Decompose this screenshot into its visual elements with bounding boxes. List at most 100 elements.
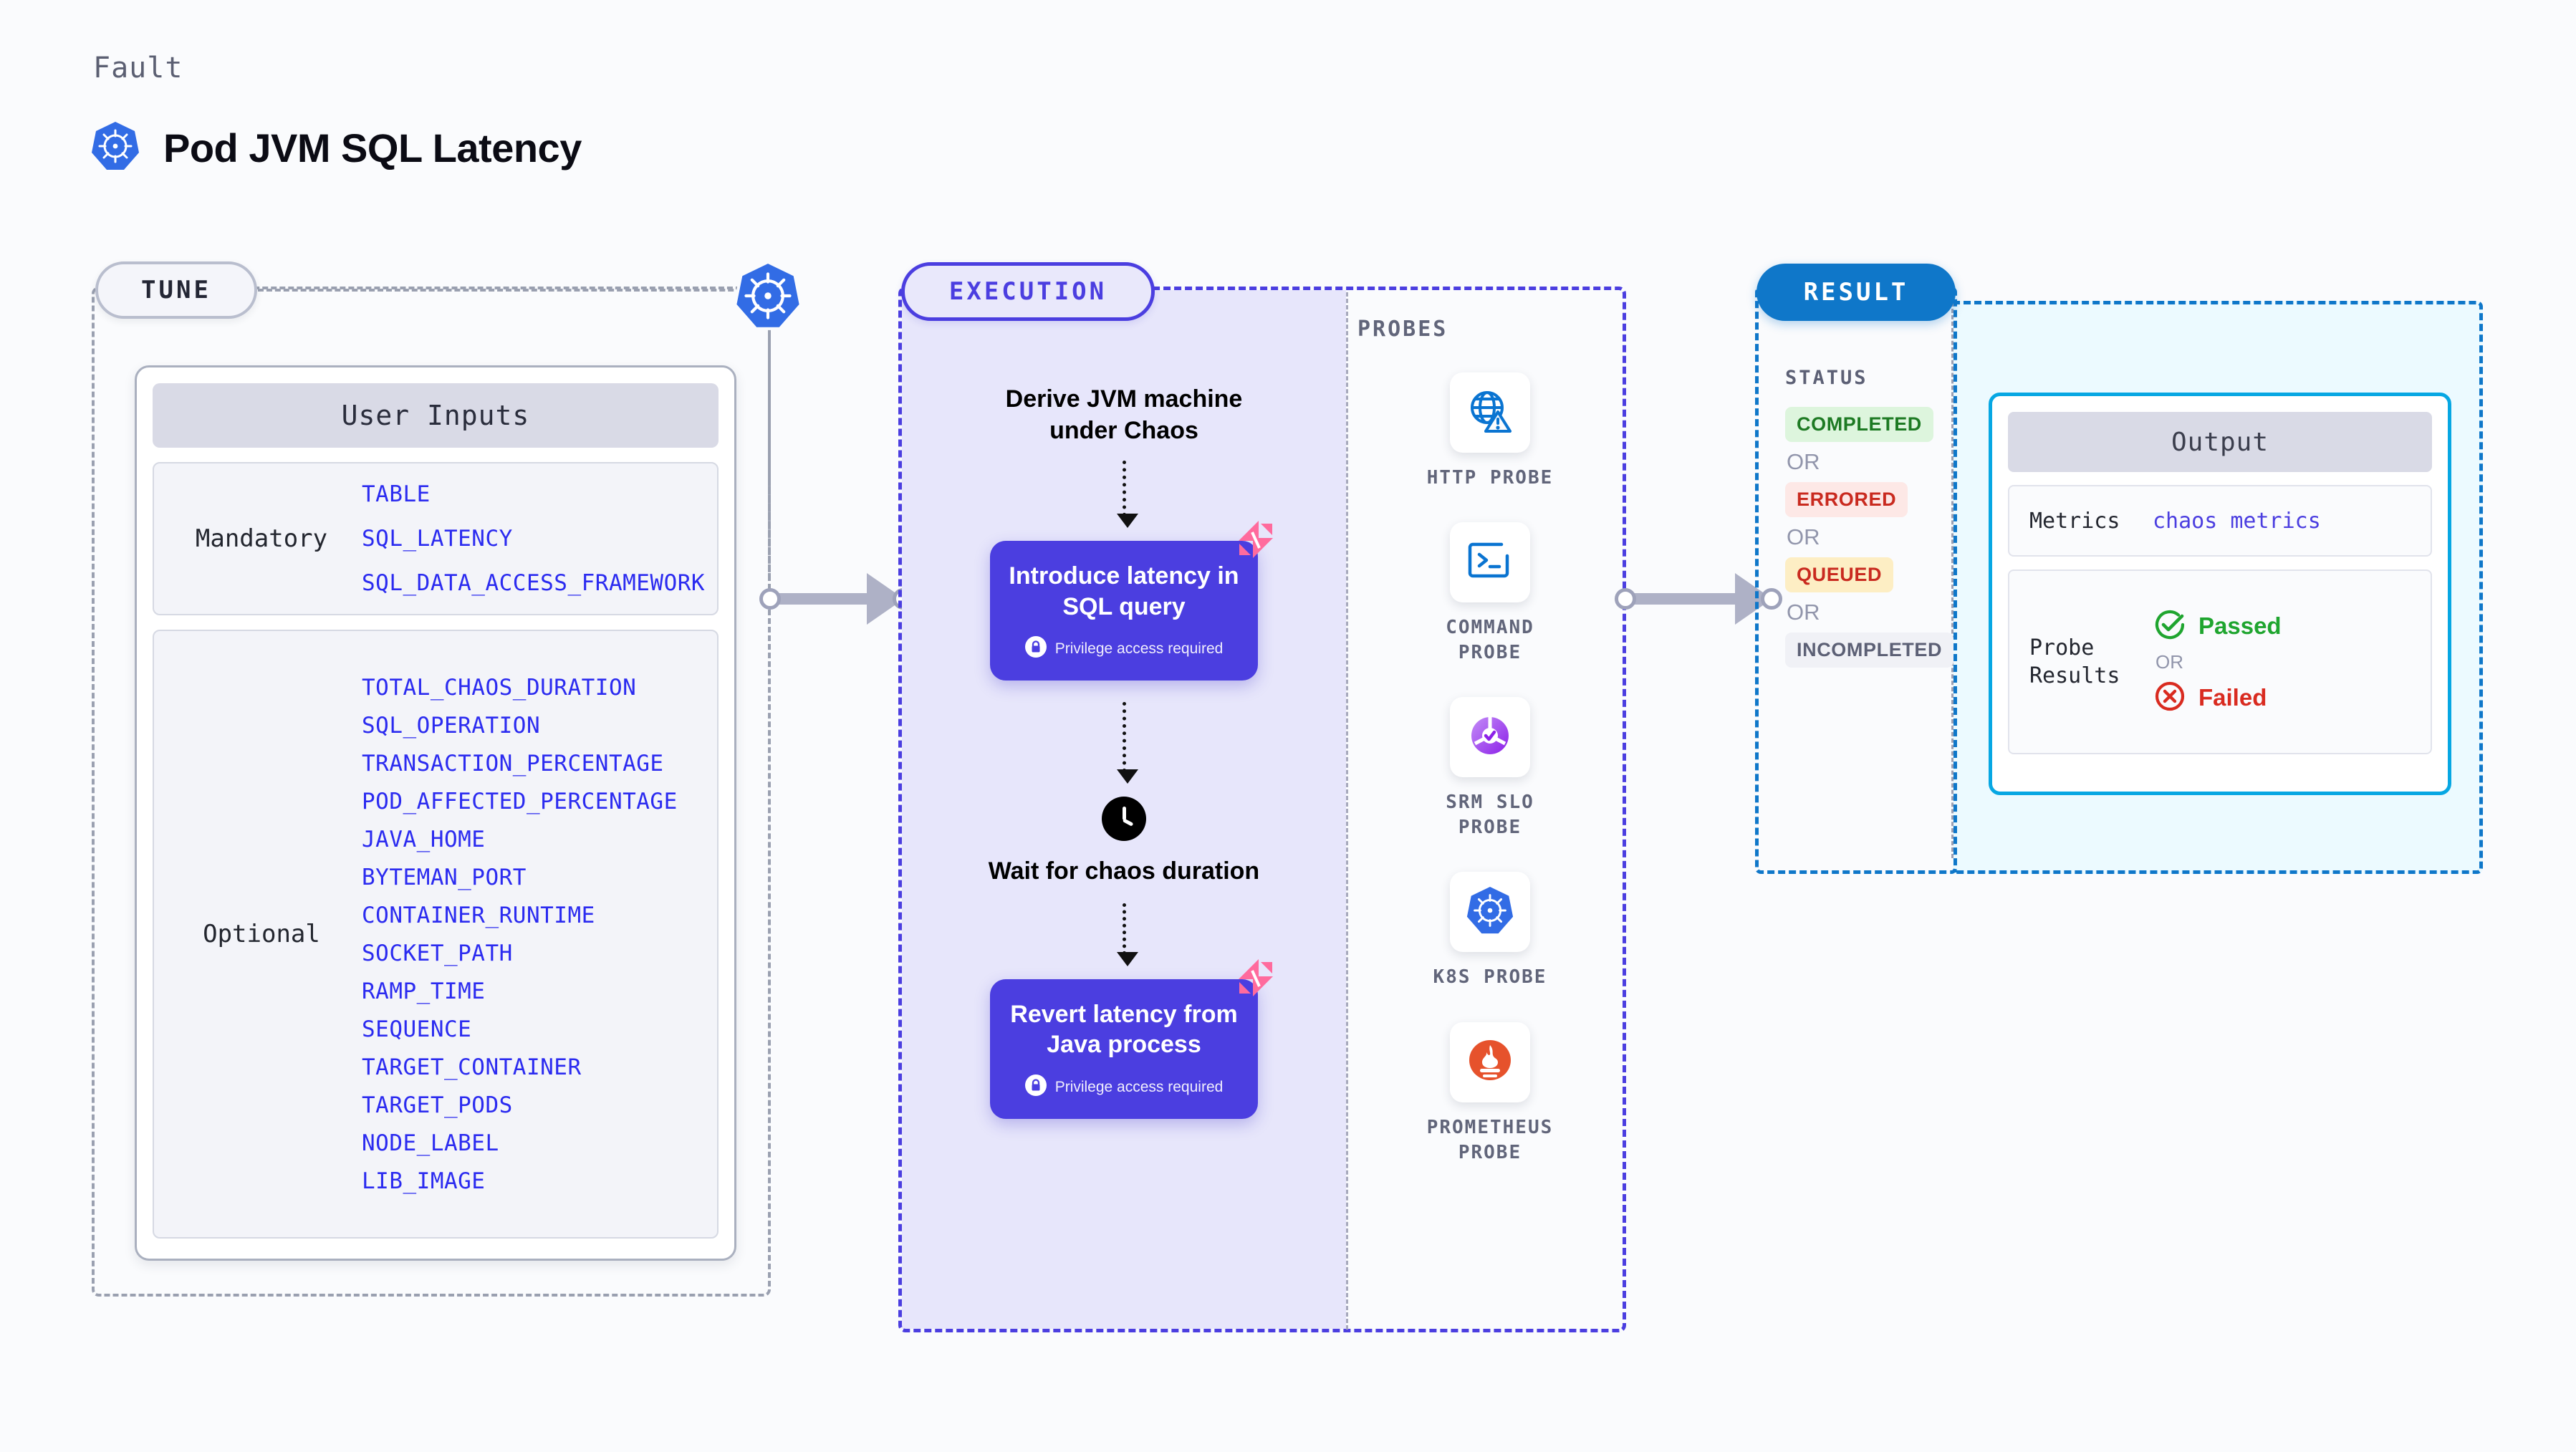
flow-arrow <box>1116 461 1138 529</box>
terminal-icon <box>1467 540 1513 585</box>
kubernetes-icon <box>92 120 139 176</box>
optional-params-list: TOTAL_CHAOS_DURATION SQL_OPERATION TRANS… <box>362 675 678 1194</box>
list-item[interactable]: NODE_LABEL <box>362 1130 499 1156</box>
harness-icon <box>1235 958 1277 1003</box>
status-badge: QUEUED <box>1785 557 1894 592</box>
output-probe-results-key: Probe Results <box>2029 635 2120 688</box>
execution-pill[interactable]: EXECUTION <box>901 262 1155 321</box>
status-or-label: OR <box>1787 449 1820 474</box>
probe-tile <box>1449 697 1530 778</box>
arrow-start-dot <box>1615 588 1636 610</box>
lock-icon <box>1024 1074 1047 1100</box>
probe-label: K8S PROBE <box>1433 966 1547 989</box>
mandatory-params-group: Mandatory TABLE SQL_LATENCY SQL_DATA_ACC… <box>153 462 719 615</box>
lock-icon <box>1024 636 1047 662</box>
output-card: Output Metrics chaos metrics Probe Resul… <box>1989 393 2451 795</box>
status-badge: ERRORED <box>1785 482 1908 517</box>
probe-result-passed: Passed <box>2153 607 2282 645</box>
list-item[interactable]: LIB_IMAGE <box>362 1168 486 1194</box>
tune-connector-line <box>258 289 759 292</box>
privilege-note-text: Privilege access required <box>1054 1078 1224 1095</box>
execution-flow: Derive JVM machine under Chaos Introduce… <box>902 290 1346 1119</box>
probe-label: PROMETHEUS PROBE <box>1426 1116 1554 1163</box>
flow-arrow <box>1116 702 1138 784</box>
result-pill-label: RESULT <box>1803 278 1909 307</box>
list-item[interactable]: TARGET_PODS <box>362 1092 513 1118</box>
kubernetes-icon <box>1466 885 1514 939</box>
probe-item-http[interactable]: HTTP PROBE <box>1427 372 1554 491</box>
probe-item-srm-slo[interactable]: SRM SLO PROBE <box>1446 697 1534 840</box>
output-card-header: Output <box>2008 412 2432 472</box>
probe-tile <box>1449 372 1530 453</box>
probes-section-label: PROBES <box>1357 317 1448 342</box>
output-metrics-value[interactable]: chaos metrics <box>2153 508 2321 534</box>
kubernetes-icon <box>733 260 803 335</box>
execution-step-derive: Derive JVM machine under Chaos <box>1005 385 1243 445</box>
arrow-end-dot <box>1761 588 1782 610</box>
privilege-note: Privilege access required <box>1006 636 1242 662</box>
tune-panel <box>92 287 771 1297</box>
execution-box-title: Revert latency from Java process <box>1010 1000 1238 1059</box>
status-list: COMPLETED OR ERRORED OR QUEUED OR INCOMP… <box>1785 407 1954 668</box>
probe-result-failed: Failed <box>2153 679 2282 717</box>
probe-passed-label: Passed <box>2198 612 2282 639</box>
probe-item-prometheus[interactable]: PROMETHEUS PROBE <box>1426 1021 1554 1165</box>
list-item[interactable]: BYTEMAN_PORT <box>362 864 527 890</box>
clock-icon <box>1102 797 1146 842</box>
list-item[interactable]: SQL_LATENCY <box>362 526 513 552</box>
privilege-note: Privilege access required <box>1006 1074 1242 1100</box>
list-item[interactable]: SOCKET_PATH <box>362 940 513 966</box>
arrow-execution-to-result <box>1615 573 1782 628</box>
list-item[interactable]: RAMP_TIME <box>362 978 486 1004</box>
probe-result-values: Passed OR Failed <box>2153 607 2282 717</box>
list-item[interactable]: TABLE <box>362 481 431 507</box>
probe-label: HTTP PROBE <box>1426 467 1554 489</box>
tune-pill-label: TUNE <box>141 276 211 304</box>
result-pill[interactable]: RESULT <box>1756 264 1956 321</box>
page-title-text: Pod JVM SQL Latency <box>163 125 582 170</box>
probe-tile <box>1449 1021 1530 1102</box>
execution-step-introduce-latency[interactable]: Introduce latency in SQL query Privilege… <box>990 521 1273 681</box>
execution-step-revert-latency[interactable]: Revert latency from Java process Privile… <box>990 958 1273 1119</box>
list-item[interactable]: SEQUENCE <box>362 1016 472 1042</box>
status-section-label: STATUS <box>1785 367 1868 389</box>
page-title: Pod JVM SQL Latency <box>92 120 582 176</box>
prometheus-icon <box>1466 1038 1514 1086</box>
probe-label: COMMAND PROBE <box>1446 617 1534 664</box>
result-output-divider <box>1951 302 1953 858</box>
optional-params-group: Optional TOTAL_CHAOS_DURATION SQL_OPERAT… <box>153 630 719 1239</box>
list-item[interactable]: JAVA_HOME <box>362 826 486 852</box>
list-item[interactable]: TARGET_CONTAINER <box>362 1054 582 1080</box>
x-circle-icon <box>2153 679 2187 717</box>
globe-warning-icon <box>1466 388 1514 438</box>
status-badge: COMPLETED <box>1785 407 1933 442</box>
list-item[interactable]: TOTAL_CHAOS_DURATION <box>362 674 637 701</box>
tune-badge-drop-line <box>768 321 771 579</box>
list-item[interactable]: TRANSACTION_PERCENTAGE <box>362 750 664 777</box>
slo-donut-check-icon <box>1466 714 1514 761</box>
tune-pill[interactable]: TUNE <box>95 261 257 319</box>
probes-list: HTTP PROBE COMMAND PROBE <box>1354 372 1626 1165</box>
arrow-tune-to-execution <box>759 573 914 628</box>
list-item[interactable]: SQL_OPERATION <box>362 712 541 739</box>
list-item[interactable]: POD_AFFECTED_PERCENTAGE <box>362 788 678 814</box>
privilege-note-text: Privilege access required <box>1054 640 1224 658</box>
arrow-shaft <box>1625 593 1754 605</box>
probe-result-or-label: OR <box>2156 650 2183 673</box>
list-item[interactable]: CONTAINER_RUNTIME <box>362 902 595 928</box>
status-or-label: OR <box>1787 600 1820 625</box>
list-item[interactable]: SQL_DATA_ACCESS_FRAMEWORK <box>362 570 706 596</box>
check-circle-icon <box>2153 607 2187 645</box>
user-inputs-card: User Inputs Mandatory TABLE SQL_LATENCY … <box>135 365 736 1261</box>
output-header-label: Output <box>2171 427 2269 457</box>
status-or-label: OR <box>1787 524 1820 549</box>
probe-item-command[interactable]: COMMAND PROBE <box>1446 522 1534 665</box>
arrow-start-dot <box>759 588 781 610</box>
output-metrics-row: Metrics chaos metrics <box>2008 485 2432 557</box>
probe-item-k8s[interactable]: K8S PROBE <box>1433 872 1547 990</box>
execution-pill-label: EXECUTION <box>948 277 1107 306</box>
execution-box-title: Introduce latency in SQL query <box>1009 562 1239 620</box>
flow-arrow <box>1116 903 1138 966</box>
fault-kicker-label: Fault <box>93 52 183 85</box>
status-badge: INCOMPLETED <box>1785 633 1954 668</box>
